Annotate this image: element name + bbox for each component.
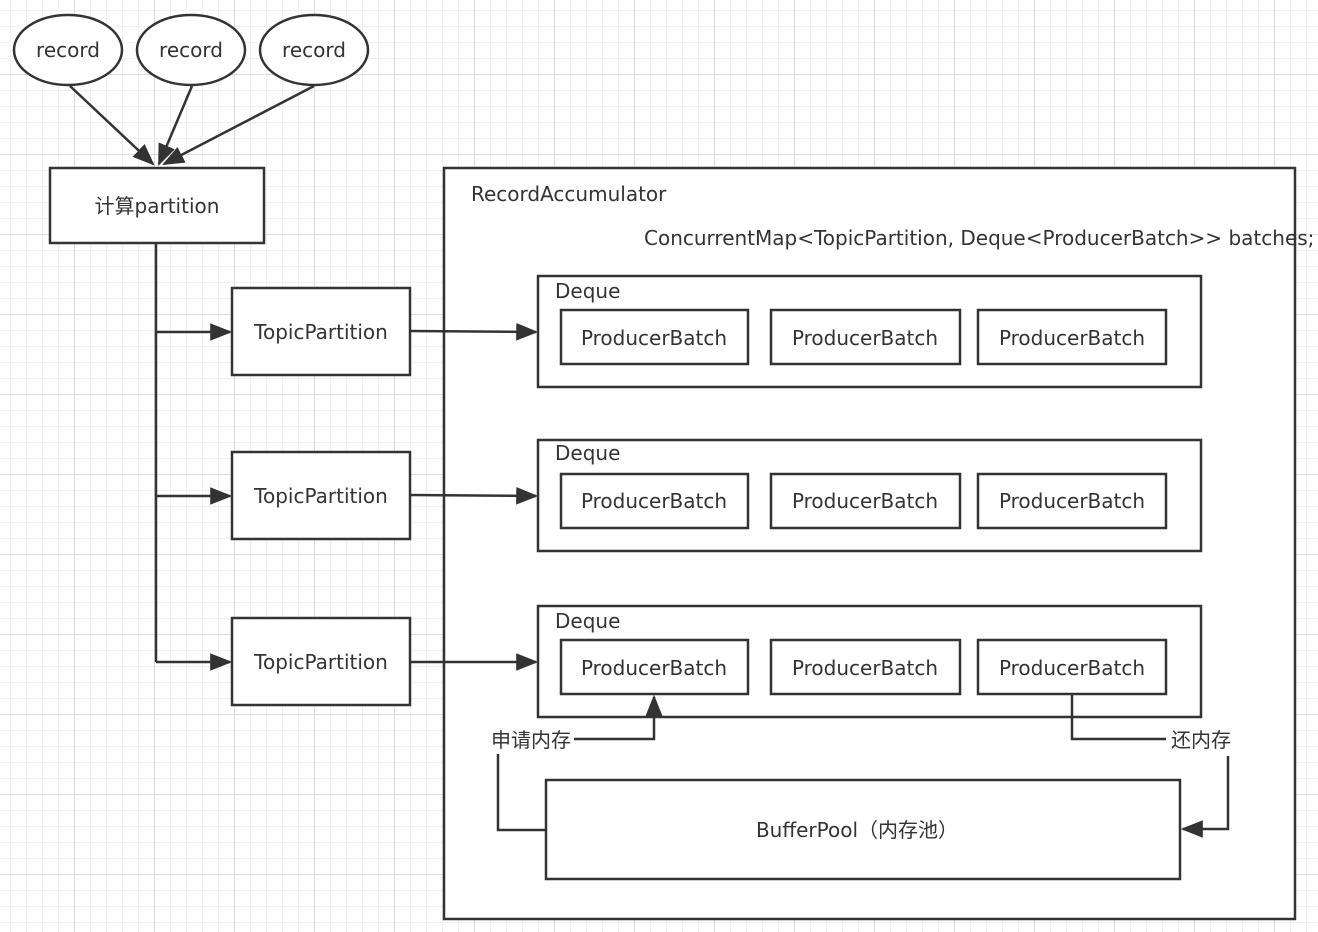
buffer-pool-node: BufferPool（内存池） — [544, 778, 1182, 881]
arrow-record1-to-compute — [69, 85, 155, 166]
record-label-1: record — [36, 38, 100, 62]
producer-batch-label: ProducerBatch — [581, 656, 727, 680]
topic-partition-node-3: TopicPartition — [230, 616, 412, 707]
producer-batch-label: ProducerBatch — [999, 489, 1145, 513]
record-accumulator-title: RecordAccumulator — [471, 182, 667, 206]
producer-batch-3-2: ProducerBatch — [769, 638, 962, 696]
topic-partition-node-2: TopicPartition — [230, 450, 412, 541]
batches-declaration: ConcurrentMap<TopicPartition, Deque<Prod… — [644, 226, 1314, 250]
deque-2: Deque ProducerBatch ProducerBatch Produc… — [536, 438, 1203, 553]
topic-partition-node-1: TopicPartition — [230, 286, 412, 377]
topic-partition-label-2: TopicPartition — [253, 484, 388, 508]
producer-batch-1-3: ProducerBatch — [976, 308, 1168, 366]
record-node-1: record — [12, 13, 124, 87]
return-memory-label: 还内存 — [1171, 728, 1231, 752]
producer-batch-2-3: ProducerBatch — [976, 472, 1168, 530]
arrow-record3-to-compute — [162, 84, 315, 166]
producer-batch-1-2: ProducerBatch — [769, 308, 962, 366]
return-memory-arrow — [1180, 756, 1230, 838]
record-node-2: record — [135, 13, 247, 87]
request-memory-arrow — [574, 694, 663, 741]
topic-partition-label-3: TopicPartition — [253, 650, 388, 674]
deque-label-1: Deque — [555, 279, 620, 303]
record-node-3: record — [258, 13, 370, 87]
arrow-topic-partition-1-to-deque-1 — [409, 323, 539, 341]
producer-batch-label: ProducerBatch — [792, 656, 938, 680]
arrow-topic-partition-2-to-deque-2 — [409, 487, 539, 505]
producer-batch-label: ProducerBatch — [792, 489, 938, 513]
deque-label-3: Deque — [555, 609, 620, 633]
record-label-2: record — [159, 38, 223, 62]
deque-1: Deque ProducerBatch ProducerBatch Produc… — [536, 274, 1203, 389]
producer-batch-3-1: ProducerBatch — [559, 638, 750, 696]
producer-batch-2-1: ProducerBatch — [559, 472, 750, 530]
producer-batch-label: ProducerBatch — [999, 326, 1145, 350]
producer-batch-2-2: ProducerBatch — [769, 472, 962, 530]
compute-partition-label: 计算partition — [95, 194, 220, 218]
record-label-3: record — [282, 38, 346, 62]
buffer-pool-label: BufferPool（内存池） — [756, 818, 958, 842]
return-memory-line — [1070, 694, 1166, 741]
producer-batch-label: ProducerBatch — [792, 326, 938, 350]
topic-partition-label-1: TopicPartition — [253, 320, 388, 344]
request-memory-line — [496, 754, 546, 832]
deque-label-2: Deque — [555, 441, 620, 465]
compute-partition-node: 计算partition — [48, 166, 266, 245]
request-memory-label: 申请内存 — [491, 728, 571, 752]
producer-batch-label: ProducerBatch — [581, 489, 727, 513]
deque-3: Deque ProducerBatch ProducerBatch Produc… — [536, 604, 1203, 719]
producer-batch-3-3: ProducerBatch — [976, 638, 1168, 696]
producer-batch-1-1: ProducerBatch — [559, 308, 750, 366]
producer-batch-label: ProducerBatch — [999, 656, 1145, 680]
producer-batch-label: ProducerBatch — [581, 326, 727, 350]
